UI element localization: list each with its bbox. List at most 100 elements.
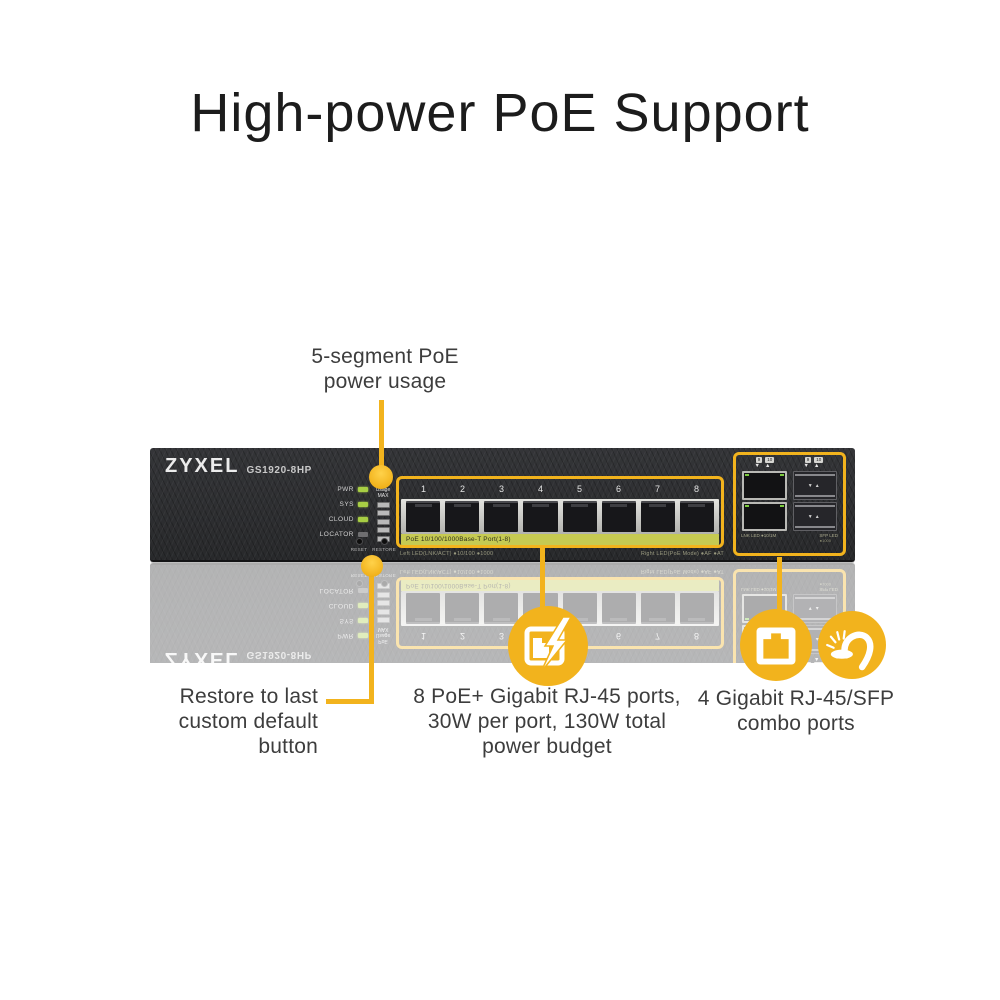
port-number: 6 <box>615 631 621 641</box>
callout-poe-usage-line2: power usage <box>323 370 447 393</box>
port-strip-label: PoE 10/100/1000Base-T Port(1-8) <box>401 534 719 545</box>
poe-meter-segment <box>376 527 390 533</box>
poe-meter-segment <box>376 617 390 624</box>
poe-meter-segment <box>376 592 390 598</box>
port-number: 2 <box>459 631 465 641</box>
status-led-row: PWR <box>268 482 368 497</box>
sfp-cage-bar <box>794 526 835 528</box>
sfp-cage-bar <box>794 597 835 599</box>
model-label: GS1920-8HP <box>246 465 312 476</box>
led-label-sys: SYS <box>339 501 354 508</box>
rj45-port <box>640 501 675 532</box>
port-strip-label: PoE 10/100/1000Base-T Port(1-8) <box>401 580 719 591</box>
combo-sfp-column: ▼▲ ▼▲ <box>792 471 837 531</box>
port-number: 1 <box>420 631 426 641</box>
port-tag: 10 <box>814 457 824 463</box>
left-led-legend: Left LED(LNK/ACT) ●10/100 ●1000 <box>400 551 494 557</box>
sfp-led-legend: SFP LED <box>819 587 838 592</box>
poe-meter-label: PoE <box>378 638 388 644</box>
callout-poe-usage-line1: 5-segment PoE <box>311 345 459 368</box>
cloud-led-indicator <box>358 603 368 608</box>
sfp-combo-label-group: 9 10 ▼▲ <box>793 457 835 470</box>
status-led-row: SYS <box>268 613 368 628</box>
port-number: 8 <box>693 631 699 641</box>
callout-line <box>379 400 384 470</box>
rj45-port <box>406 593 441 624</box>
cloud-led-indicator <box>358 517 368 522</box>
status-led-row: SYS <box>268 497 368 512</box>
sys-led-indicator <box>358 502 368 507</box>
combo-led-legend: LNK LED ●10/1M SFP LED <box>736 531 843 538</box>
port-tag: 9 <box>804 457 812 463</box>
restore-button <box>381 538 388 545</box>
status-led-row: CLOUD <box>268 512 368 527</box>
rj45-port <box>562 501 597 532</box>
port-number: 5 <box>576 484 582 494</box>
combo-port-labels: 9 10 ▼▲ 9 10 ▼▲ <box>736 455 843 470</box>
callout-combo-line1: 4 Gigabit RJ-45/SFP <box>697 687 895 710</box>
combo-rj45-column <box>742 471 787 531</box>
zyxel-logo: ZYXEL <box>165 648 240 663</box>
sfp-cage-bar <box>794 505 835 507</box>
combo-rj45-port <box>742 502 787 531</box>
port-number: 8 <box>693 484 699 494</box>
sys-led-indicator <box>358 618 368 623</box>
switch-reflection: ZYXEL GS1920-8HP PWR SYS CLOUD LOCATOR P… <box>150 563 855 663</box>
ports-highlight-box: 1 2 3 4 5 6 7 8 PoE 10/100/1000Base-T Po… <box>396 476 724 548</box>
callout-combo-text: 4 Gigabit RJ-45/SFP combo ports <box>668 686 924 736</box>
model-label: GS1920-8HP <box>246 649 312 660</box>
rj45-port <box>523 501 558 532</box>
poe-meter-segment <box>376 609 390 615</box>
reset-button <box>356 580 363 587</box>
pwr-led-indicator <box>358 633 368 638</box>
sfp-cage-detail: ▼▲ <box>807 513 822 520</box>
poe-meter-segment <box>376 518 390 525</box>
status-led-row: PWR <box>268 628 368 643</box>
link-act-triangles-icon: ▼▲ <box>803 463 825 469</box>
callout-restore-line2: custom default <box>178 710 318 733</box>
callout-restore-text: Restore to last custom default button <box>118 684 318 759</box>
rj45-port <box>406 501 441 532</box>
status-led-block: PWR SYS CLOUD LOCATOR <box>268 482 368 542</box>
poe-meter-label: Usage <box>375 632 391 638</box>
callout-poe-usage-text: 5-segment PoE power usage <box>272 344 498 394</box>
poe-lightning-icon <box>508 606 588 686</box>
callout-line <box>369 566 374 704</box>
rj45-port <box>445 501 480 532</box>
callout-combo-line2: combo ports <box>737 712 855 735</box>
poe-meter-segment <box>376 501 390 508</box>
left-led-legend: Left LED(LNK/ACT) ●10/100 ●1000 <box>400 568 494 574</box>
port-number: 3 <box>498 484 504 494</box>
reset-button <box>356 538 363 545</box>
sfp-slot: ▼▲ <box>792 502 837 531</box>
led-label-cloud: CLOUD <box>328 516 354 523</box>
led-label-cloud: CLOUD <box>328 602 354 609</box>
port-number: 1 <box>420 484 426 494</box>
rj45-port <box>601 593 636 624</box>
callout-line <box>777 557 782 611</box>
sfp-cage-bar <box>794 474 835 476</box>
led-label-pwr: PWR <box>337 486 354 493</box>
callout-line <box>326 699 374 704</box>
combo-ports-area: ▼▲ ▼▲ <box>736 470 843 531</box>
rj45-port <box>679 593 714 624</box>
rj45-port <box>640 593 675 624</box>
combo-rj45-port <box>742 471 787 500</box>
lnk-led-legend: LNK LED ●10/1M <box>741 533 777 538</box>
sfp-slot: ▼▲ <box>792 471 837 500</box>
rj45-port <box>601 501 636 532</box>
status-led-row: LOCATOR <box>268 583 368 598</box>
branding: ZYXEL GS1920-8HP <box>165 647 312 663</box>
led-label-locator: LOCATOR <box>319 587 354 594</box>
rj45-port <box>445 593 480 624</box>
poe-meter-label: Usage <box>375 487 391 493</box>
callout-dot <box>369 465 393 489</box>
callout-poe-ports-line2: 30W per port, 130W total <box>427 710 667 733</box>
status-led-row: CLOUD <box>268 598 368 613</box>
rj45-port <box>679 501 714 532</box>
sfp-speed-legend: ●1000 <box>819 538 831 543</box>
callout-poe-ports-text: 8 PoE+ Gigabit RJ-45 ports, 30W per port… <box>394 684 700 759</box>
callout-poe-ports-line3: power budget <box>482 735 612 758</box>
right-led-legend: Right LED(PoE Mode) ●AF ●AT <box>640 568 724 574</box>
